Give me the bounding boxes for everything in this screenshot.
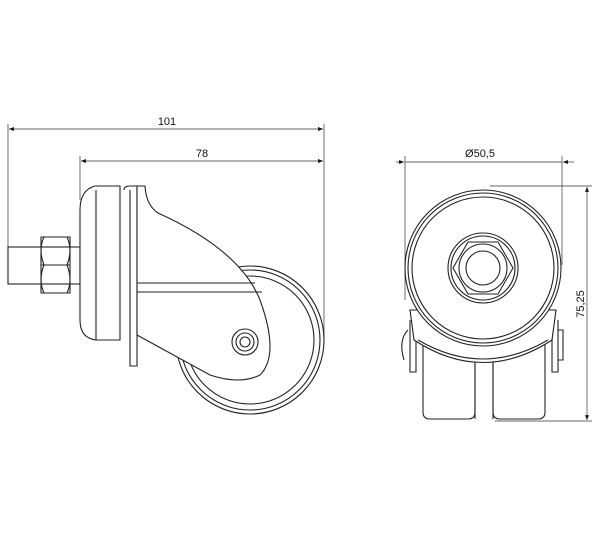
dimension-label-height: 75,25 — [575, 290, 587, 318]
hex-nut-front — [447, 232, 519, 304]
dimension-label-diameter: Ø50,5 — [465, 148, 495, 160]
swivel-cap — [79, 185, 138, 367]
dimension-label-101: 101 — [158, 116, 176, 128]
axle-ends — [401, 320, 564, 373]
front-view: Ø50,5 75,25 — [396, 148, 592, 422]
dimension-height: 75,25 — [490, 185, 592, 422]
dimension-label-78: 78 — [196, 148, 208, 160]
side-view: 101 78 — [7, 116, 325, 415]
fork-front-inner — [417, 339, 549, 360]
threaded-stem — [7, 236, 81, 294]
twin-wheels — [422, 345, 546, 420]
fork-bracket — [136, 185, 271, 381]
dimension-body-length: 78 — [79, 148, 323, 200]
swivel-cap-front — [404, 189, 562, 347]
